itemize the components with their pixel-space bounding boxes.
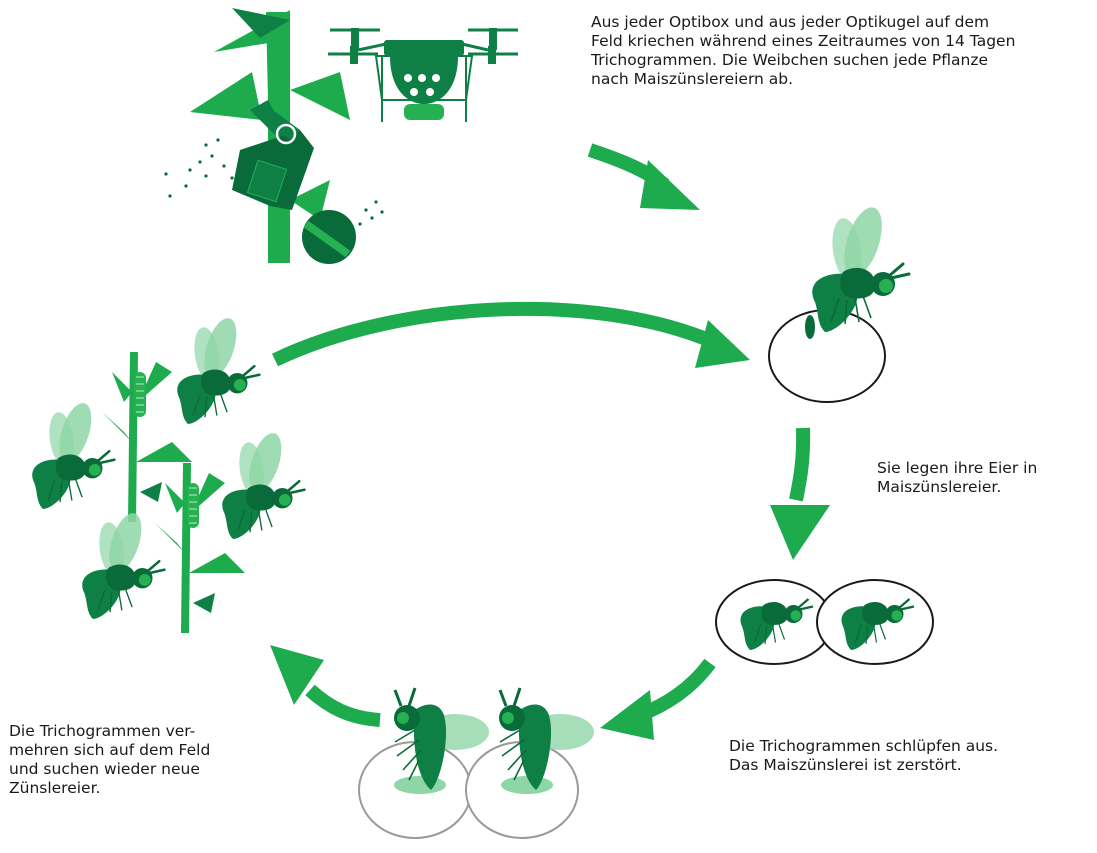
multiply-stage [32, 314, 304, 633]
caption-release: Aus jeder Optibox und aus jeder Optikuge… [591, 13, 1061, 89]
arrow-search-to-lay [770, 428, 830, 560]
wasp-icon [812, 203, 909, 332]
arrow-lay-to-hatch [600, 663, 710, 740]
drone-icon [328, 28, 518, 122]
wasp-icon [32, 399, 114, 509]
caption-hatch: Die Trichogrammen schlüpfen aus. Das Mai… [729, 737, 1069, 775]
wasp-icon [82, 509, 164, 619]
corn-plant-icon [155, 463, 245, 633]
arrow-release-to-search [590, 150, 700, 210]
search-stage [769, 203, 909, 402]
wasp-icon [222, 429, 304, 539]
hatch-stage [359, 688, 594, 838]
lay-eggs-stage [716, 580, 933, 664]
optiball-icon [302, 210, 356, 264]
arrow-multiply-to-search [275, 309, 750, 368]
arrow-hatch-to-multiply [270, 645, 380, 720]
caption-lay-eggs: Sie legen ihre Eier in Maiszünslereier. [877, 459, 1087, 497]
caption-multiply: Die Trichogrammen ver- mehren sich auf d… [9, 722, 259, 798]
ovipositor-icon [805, 315, 815, 339]
wasp-icon [177, 314, 259, 424]
release-stage [164, 8, 518, 264]
